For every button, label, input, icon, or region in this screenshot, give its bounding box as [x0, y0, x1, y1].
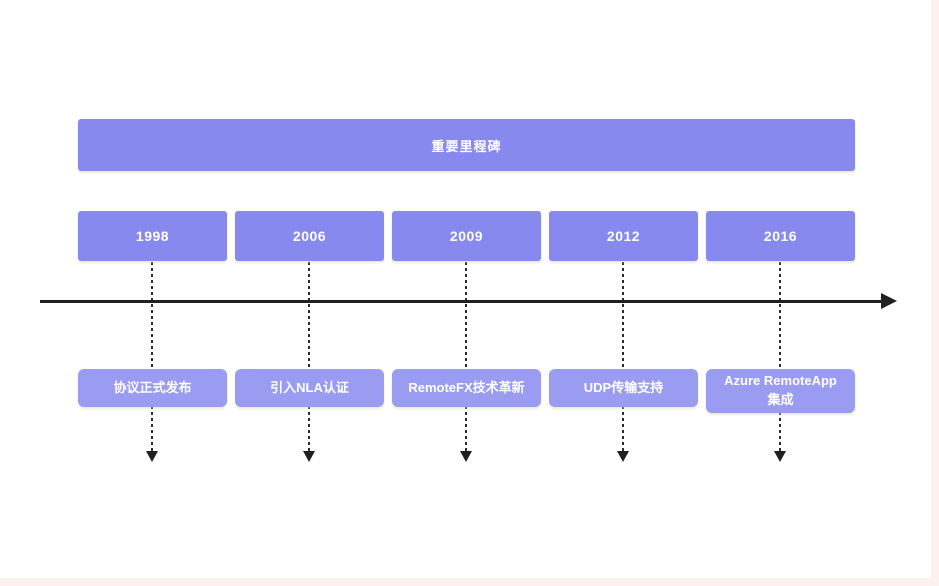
description-box: RemoteFX技术革新: [392, 369, 541, 407]
down-arrowhead-icon: [617, 451, 629, 462]
dashed-connector: [465, 262, 467, 452]
dashed-connector: [151, 262, 153, 452]
timeline-header: 重要里程碑: [78, 119, 855, 171]
year-box: 1998: [78, 211, 227, 261]
dashed-connector: [622, 262, 624, 452]
year-box: 2012: [549, 211, 698, 261]
down-arrowhead-icon: [460, 451, 472, 462]
timeline-axis: [40, 300, 882, 303]
description-box: 引入NLA认证: [235, 369, 384, 407]
down-arrowhead-icon: [303, 451, 315, 462]
description-box: Azure RemoteApp集成: [706, 369, 855, 413]
down-arrowhead-icon: [774, 451, 786, 462]
dashed-connector: [308, 262, 310, 452]
description-box: UDP传输支持: [549, 369, 698, 407]
description-box: 协议正式发布: [78, 369, 227, 407]
timeline-canvas: 重要里程碑 1998 2006 2009 2012 2016 协议正式发布 引入…: [0, 0, 931, 578]
down-arrowhead-icon: [146, 451, 158, 462]
year-box: 2009: [392, 211, 541, 261]
year-box: 2016: [706, 211, 855, 261]
year-box: 2006: [235, 211, 384, 261]
dashed-connector: [779, 262, 781, 452]
axis-arrowhead-icon: [881, 293, 897, 309]
